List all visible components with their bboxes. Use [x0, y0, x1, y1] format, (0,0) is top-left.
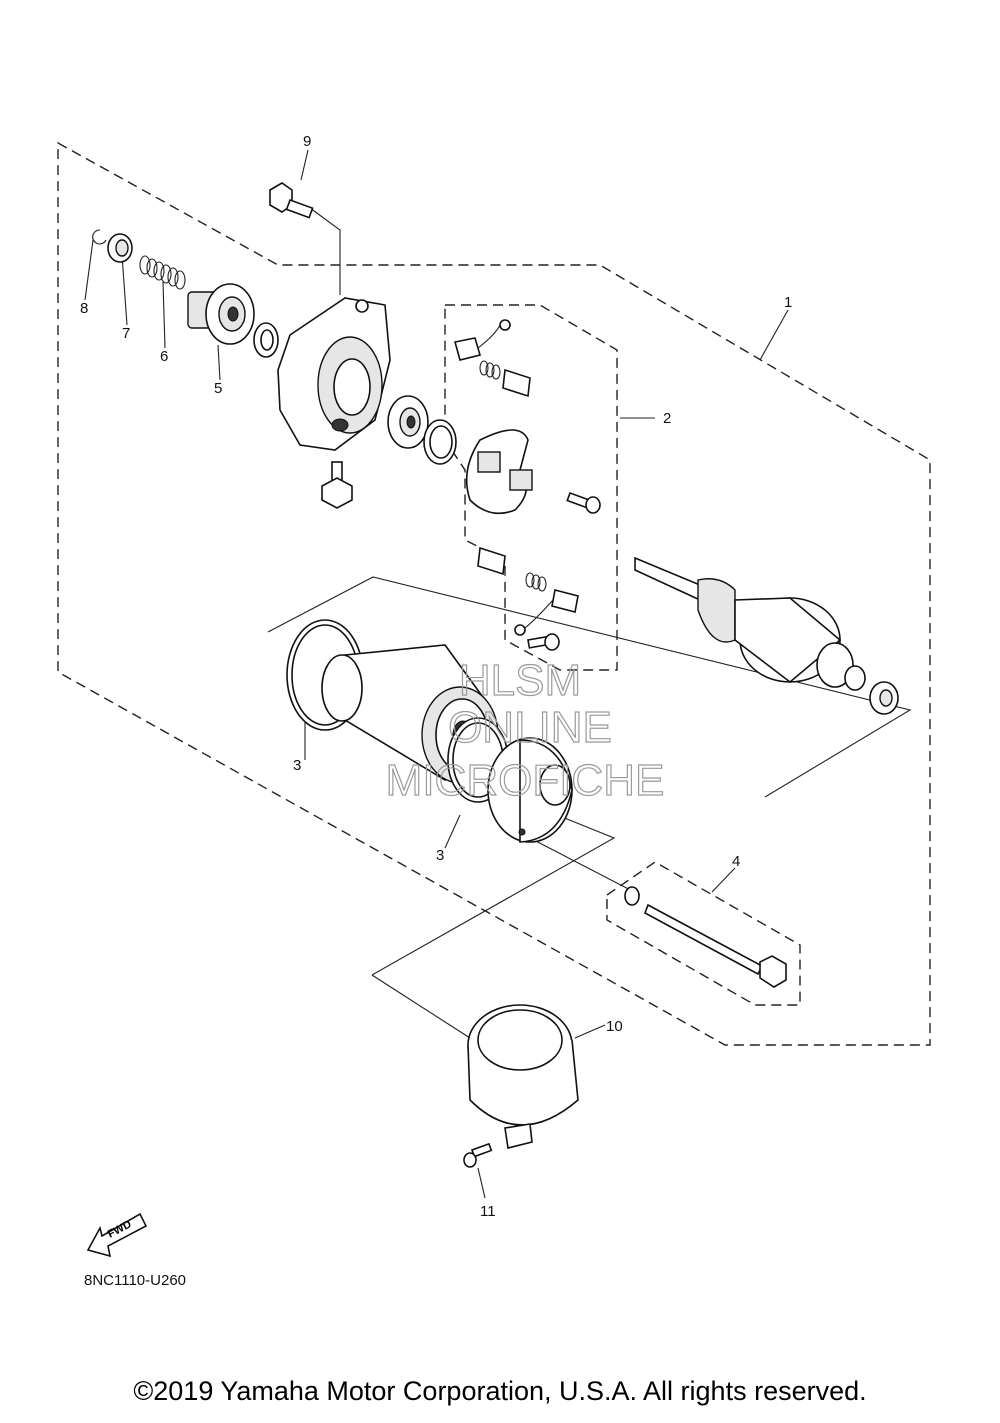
terminal-bolt: [321, 461, 353, 509]
brush-spring-top: [479, 360, 501, 380]
yoke-frame: [267, 576, 912, 798]
bolt-kit-4-boundary: [606, 861, 801, 1006]
fwd-arrow-icon: FWD: [86, 1212, 148, 1258]
diagram-code: 8NC1110-U260: [84, 1272, 187, 1289]
cover-frame: [371, 799, 616, 976]
brush-spring-bottom: [525, 572, 547, 592]
band-frame: [371, 974, 471, 1039]
callout-3-right: 3: [436, 847, 444, 864]
callout-9: 9: [303, 133, 311, 150]
copyright-notice: ©2019 Yamaha Motor Corporation, U.S.A. A…: [133, 1376, 867, 1406]
watermark-line1: HLSM: [459, 656, 581, 705]
callout-7: 7: [122, 325, 130, 342]
brush-top: [453, 319, 511, 361]
leader-lines: [84, 149, 789, 1199]
circlip-8: [92, 229, 107, 245]
callout-11: 11: [480, 1203, 496, 1220]
seal-ring: [253, 322, 279, 358]
front-bracket: [277, 297, 391, 451]
callout-10: 10: [606, 1018, 623, 1035]
watermark: HLSM ONLINE MICROFICHE: [385, 655, 665, 805]
bearing: [387, 395, 429, 449]
band-10: [467, 1004, 579, 1149]
callout-6: 6: [160, 348, 168, 365]
brush-clip-top: [502, 368, 531, 398]
brush-holder-plate: [465, 429, 533, 515]
callout-5: 5: [214, 380, 222, 397]
callout-4: 4: [732, 853, 740, 870]
armature-washer: [869, 681, 899, 715]
o-ring: [423, 419, 457, 465]
brush-clip-bottom: [477, 546, 506, 576]
watermark-line2: ONLINE: [448, 703, 612, 752]
screw-brush-top: [566, 491, 601, 514]
callout-3-left: 3: [293, 757, 301, 774]
bolt-9: [269, 182, 314, 219]
screw-brush-bottom: [527, 633, 560, 651]
armature: [634, 556, 866, 691]
screw-11: [463, 1142, 493, 1168]
spring-6: [139, 255, 186, 290]
starter-motor-exploded-diagram: FWD HLSM ONLINE MICROFICHE 1 2 3 3 4 5 6…: [57, 133, 931, 1258]
pinion-clutch-5: [187, 283, 255, 345]
collar-7: [107, 233, 133, 263]
callout-1: 1: [784, 294, 792, 311]
bolt-kit-4: [624, 886, 787, 988]
assembly-1-boundary: [57, 141, 931, 1046]
callout-2: 2: [663, 410, 671, 427]
callouts: 1 2 3 3 4 5 6 7 8 9 10 11: [80, 133, 792, 1220]
brush-bottom: [514, 589, 579, 636]
callout-8: 8: [80, 300, 88, 317]
rear-cover: [487, 737, 573, 843]
watermark-line3: MICROFICHE: [386, 756, 665, 805]
